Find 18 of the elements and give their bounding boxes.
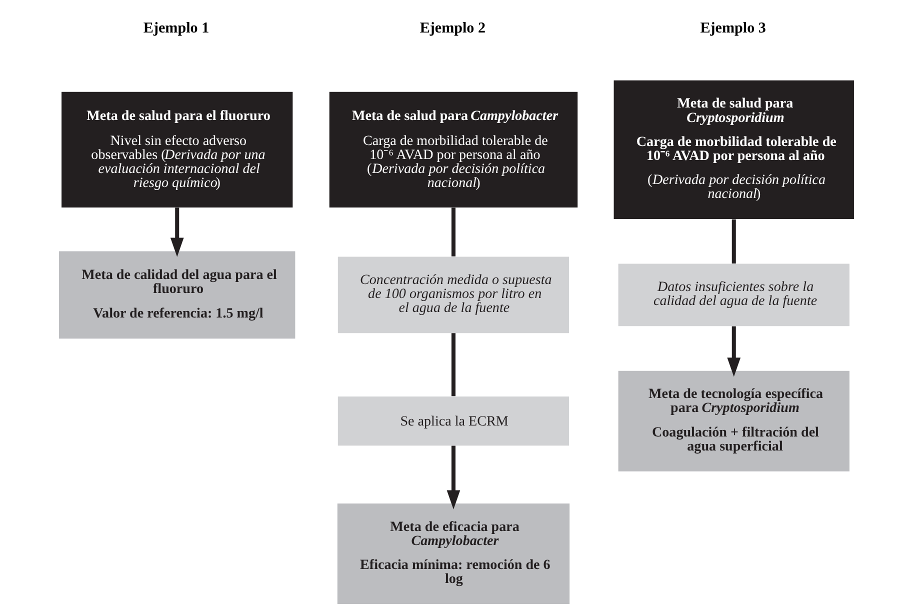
node-box: Datos insuficientes sobre la calidad del agua de la fuente xyxy=(618,264,849,326)
label: Ejemplo 2 xyxy=(419,20,486,37)
node-box: Meta de salud para Campylobacter Carga de morbilidad tolerable de 10⁻⁶ AVAD por persona al año (Derivada por decisión política nacional) xyxy=(328,92,578,208)
label: Ejemplo 3 xyxy=(700,20,766,37)
node-box: Meta de eficacia para Campylobacter Eficacia mínima: remoción de 6 log xyxy=(336,503,570,604)
node-box: Meta de tecnología específica para Cryptosporidium Coagulación + filtración del agua superficial xyxy=(618,370,849,472)
node-box: Meta de salud para Cryptosporidium Carga de morbilidad tolerable de 10⁻⁶ AVAD por persona al año (Derivada por decisión política nacional) xyxy=(613,80,854,220)
connector xyxy=(450,333,455,396)
connector xyxy=(731,219,736,264)
node-box: Meta de calidad del agua para el fluoruro Valor de referencia: 1.5 mg/l xyxy=(58,251,295,339)
arrow xyxy=(170,208,184,257)
node-box: Meta de salud para el fluoruro Nivel sin efecto adverso observables (Derivada por una evaluación internacional del riesgo químico) xyxy=(61,92,292,208)
label: Ejemplo 1 xyxy=(142,20,209,37)
arrow xyxy=(726,326,740,377)
node-box: Concentración medida o supuesta de 100 organismos por litro en el agua de la fuente xyxy=(337,256,569,334)
connector xyxy=(450,208,455,256)
node-box: Se aplica la ECRM xyxy=(337,396,569,446)
arrow xyxy=(446,446,460,510)
